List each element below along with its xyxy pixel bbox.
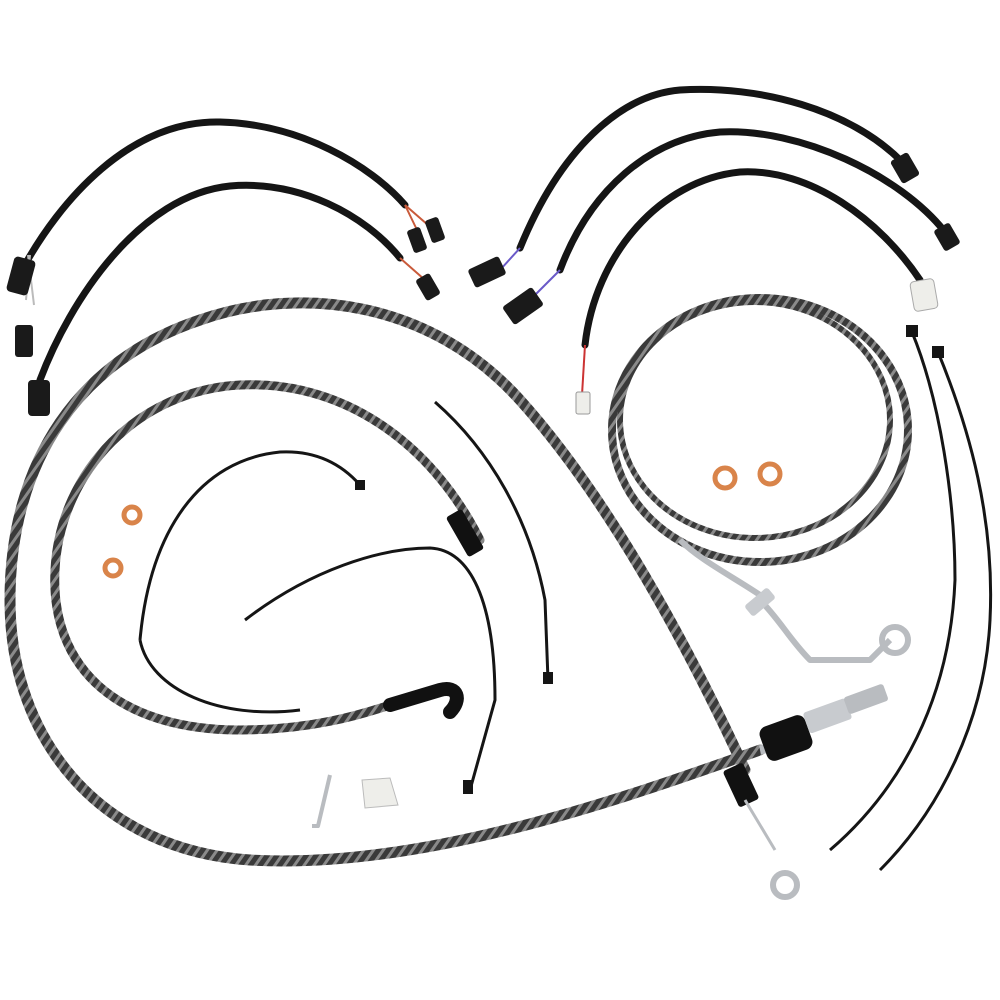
braided-clutch-cable [4, 297, 888, 900]
cable-ties [138, 325, 993, 872]
wiring-harness-right-lower [575, 168, 939, 415]
small-hardware [312, 774, 399, 828]
wiring-harness-left-lower [28, 181, 440, 416]
wiring-harness-right-top [468, 85, 920, 288]
braided-brake-line-center [50, 380, 485, 735]
wiring-harness-left-upper [6, 118, 445, 357]
wiring-harness-right-middle [503, 128, 960, 325]
braided-brake-line-right [608, 294, 912, 663]
copper-crush-washers [102, 461, 783, 579]
